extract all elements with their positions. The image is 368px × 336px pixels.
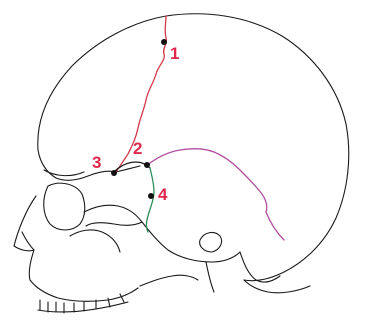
zygomatic-arch [70, 230, 120, 252]
landmark-point-3 [111, 170, 117, 176]
ear-canal [200, 233, 222, 252]
mandible-hint [140, 275, 198, 286]
landmark-label-1: 1 [170, 44, 179, 63]
nasal-cavity [22, 232, 34, 250]
orbit-outline [44, 183, 85, 230]
landmark-label-2: 2 [133, 139, 142, 158]
brow-outline [38, 150, 116, 180]
landmark-point-4 [148, 193, 154, 199]
zygomatic-outline [84, 205, 142, 226]
mastoid-outline [240, 252, 280, 282]
landmark-label-4: 4 [158, 185, 168, 204]
landmark-point-2 [144, 162, 150, 168]
teeth-line [38, 302, 128, 312]
upper-teeth [40, 294, 124, 313]
sphenosquamosal-suture [147, 168, 155, 232]
inner-brow-line [44, 170, 84, 176]
landmark-point-1 [161, 39, 167, 45]
posterior-suture [266, 212, 284, 240]
temporal-outline [142, 222, 240, 262]
cranial-vault-outline [38, 14, 349, 281]
styloid-process [206, 262, 214, 292]
landmark-label-3: 3 [92, 153, 101, 172]
occipital-base [244, 280, 310, 293]
